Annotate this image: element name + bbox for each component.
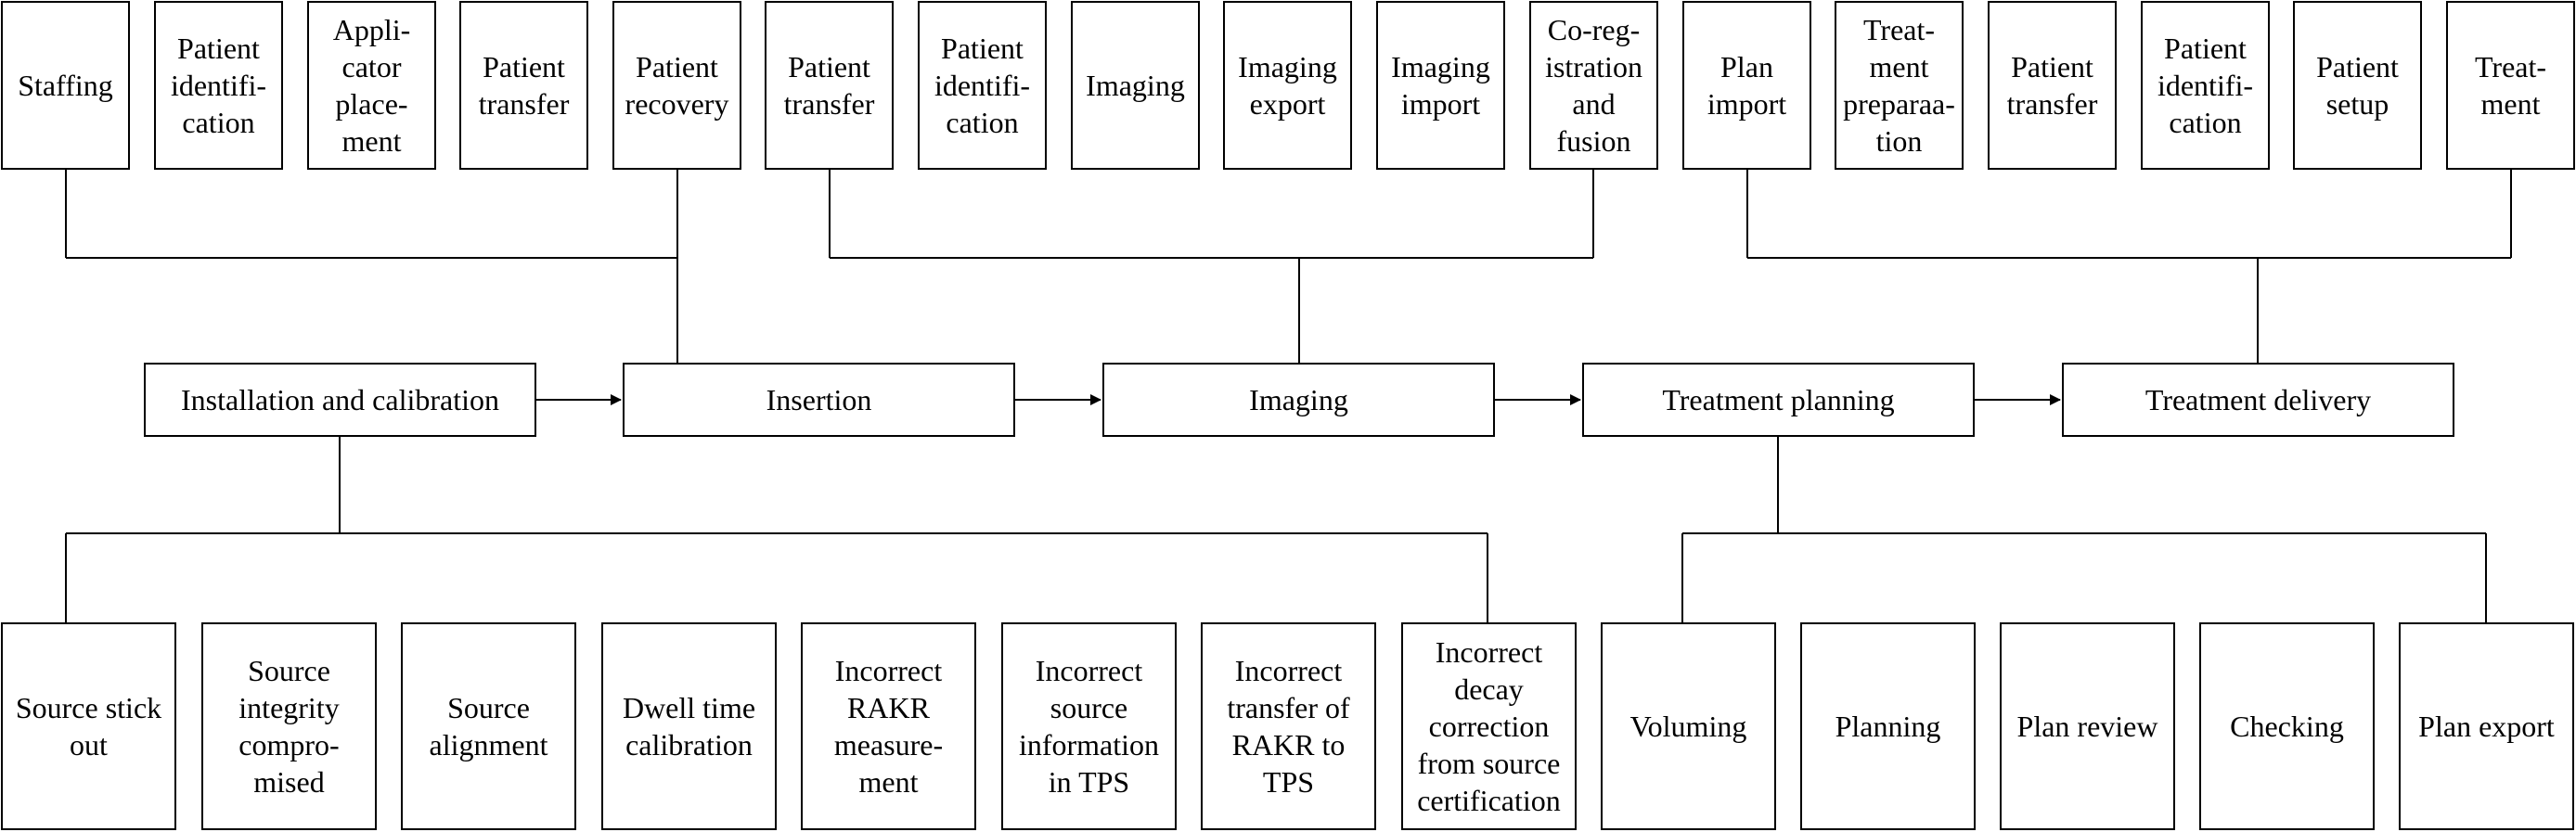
failure-mode-box: Planning	[1800, 622, 1976, 830]
top-task-box: Treat- ment preparaa- tion	[1835, 1, 1964, 170]
top-task-box: Patient transfer	[1988, 1, 2117, 170]
stage-installation: Installation and calibration	[144, 363, 536, 437]
top-task-box-label: Imaging export	[1238, 50, 1337, 121]
top-task-box: Imaging import	[1376, 1, 1505, 170]
top-task-box-label: Patient setup	[2316, 50, 2399, 121]
top-task-box: Patient setup	[2293, 1, 2422, 170]
failure-mode-box: Incorrect RAKR measure- ment	[801, 622, 976, 830]
top-task-box: Co-reg- istration and fusion	[1529, 1, 1658, 170]
failure-mode-box-label: Checking	[2230, 710, 2344, 743]
top-task-box-label: Patient transfer	[2006, 50, 2098, 121]
top-task-box: Patient transfer	[765, 1, 894, 170]
failure-mode-box-label: Source alignment	[429, 691, 548, 762]
top-task-box: Imaging export	[1223, 1, 1352, 170]
failure-mode-box: Dwell time calibration	[601, 622, 777, 830]
failure-mode-box-label: Plan export	[2418, 710, 2555, 743]
stage-delivery-label: Treatment delivery	[2145, 383, 2372, 416]
failure-mode-box: Incorrect decay correction from source c…	[1401, 622, 1577, 830]
top-task-box: Treat- ment	[2446, 1, 2575, 170]
top-task-box-label: Patient transfer	[783, 50, 875, 121]
top-task-box-label: Patient identifi- cation	[934, 32, 1031, 139]
failure-mode-box: Incorrect transfer of RAKR to TPS	[1201, 622, 1376, 830]
failure-mode-box: Source alignment	[401, 622, 576, 830]
failure-mode-box-label: Incorrect source information in TPS	[1018, 654, 1160, 799]
failure-mode-box: Plan review	[2000, 622, 2175, 830]
top-task-box-label: Patient recovery	[625, 50, 729, 121]
top-task-box-label: Plan import	[1707, 50, 1787, 121]
failure-mode-box-label: Incorrect RAKR measure- ment	[833, 654, 944, 799]
stage-imaging-label: Imaging	[1249, 383, 1348, 416]
stage-delivery: Treatment delivery	[2062, 363, 2454, 437]
stage-insertion-label: Insertion	[766, 383, 872, 416]
top-task-box-label: Imaging	[1086, 69, 1185, 102]
failure-mode-box: Checking	[2199, 622, 2375, 830]
failure-mode-box: Plan export	[2399, 622, 2574, 830]
top-task-box: Patient recovery	[612, 1, 741, 170]
top-task-box: Patient identifi- cation	[154, 1, 283, 170]
failure-mode-box-label: Planning	[1835, 710, 1941, 743]
top-task-box-label: Appli- cator place- ment	[332, 13, 411, 158]
top-task-box-label: Patient identifi- cation	[2157, 32, 2254, 139]
stage-imaging: Imaging	[1102, 363, 1495, 437]
top-task-box-label: Patient identifi- cation	[170, 32, 267, 139]
failure-mode-box-label: Plan review	[2016, 710, 2158, 743]
top-task-box-label: Staffing	[18, 69, 113, 102]
failure-mode-box-label: Voluming	[1629, 710, 1747, 743]
top-task-box: Imaging	[1071, 1, 1200, 170]
top-task-box-label: Co-reg- istration and fusion	[1545, 13, 1642, 158]
top-task-box-label: Patient transfer	[478, 50, 570, 121]
stage-planning: Treatment planning	[1582, 363, 1975, 437]
failure-mode-box: Source stick out	[1, 622, 176, 830]
failure-mode-box-label: Incorrect transfer of RAKR to TPS	[1227, 654, 1350, 799]
top-task-box: Staffing	[1, 1, 130, 170]
stage-insertion: Insertion	[623, 363, 1015, 437]
top-task-box: Patient identifi- cation	[918, 1, 1047, 170]
top-task-box-label: Imaging import	[1391, 50, 1490, 121]
failure-mode-box: Incorrect source information in TPS	[1001, 622, 1177, 830]
top-task-box: Appli- cator place- ment	[307, 1, 436, 170]
top-task-box-label: Treat- ment	[2474, 50, 2547, 121]
top-task-box: Patient transfer	[459, 1, 588, 170]
stage-planning-label: Treatment planning	[1662, 383, 1895, 416]
top-task-box-label: Treat- ment preparaa- tion	[1843, 13, 1955, 158]
failure-mode-box-label: Dwell time calibration	[622, 691, 756, 762]
failure-mode-box-label: Incorrect decay correction from source c…	[1417, 635, 1561, 817]
failure-mode-box-label: Source integrity compro- mised	[238, 654, 340, 799]
stage-installation-label: Installation and calibration	[181, 383, 499, 416]
failure-mode-box-label: Source stick out	[15, 691, 162, 762]
top-task-box: Patient identifi- cation	[2141, 1, 2270, 170]
failure-mode-box: Voluming	[1601, 622, 1776, 830]
failure-mode-box: Source integrity compro- mised	[201, 622, 377, 830]
top-task-box: Plan import	[1682, 1, 1811, 170]
